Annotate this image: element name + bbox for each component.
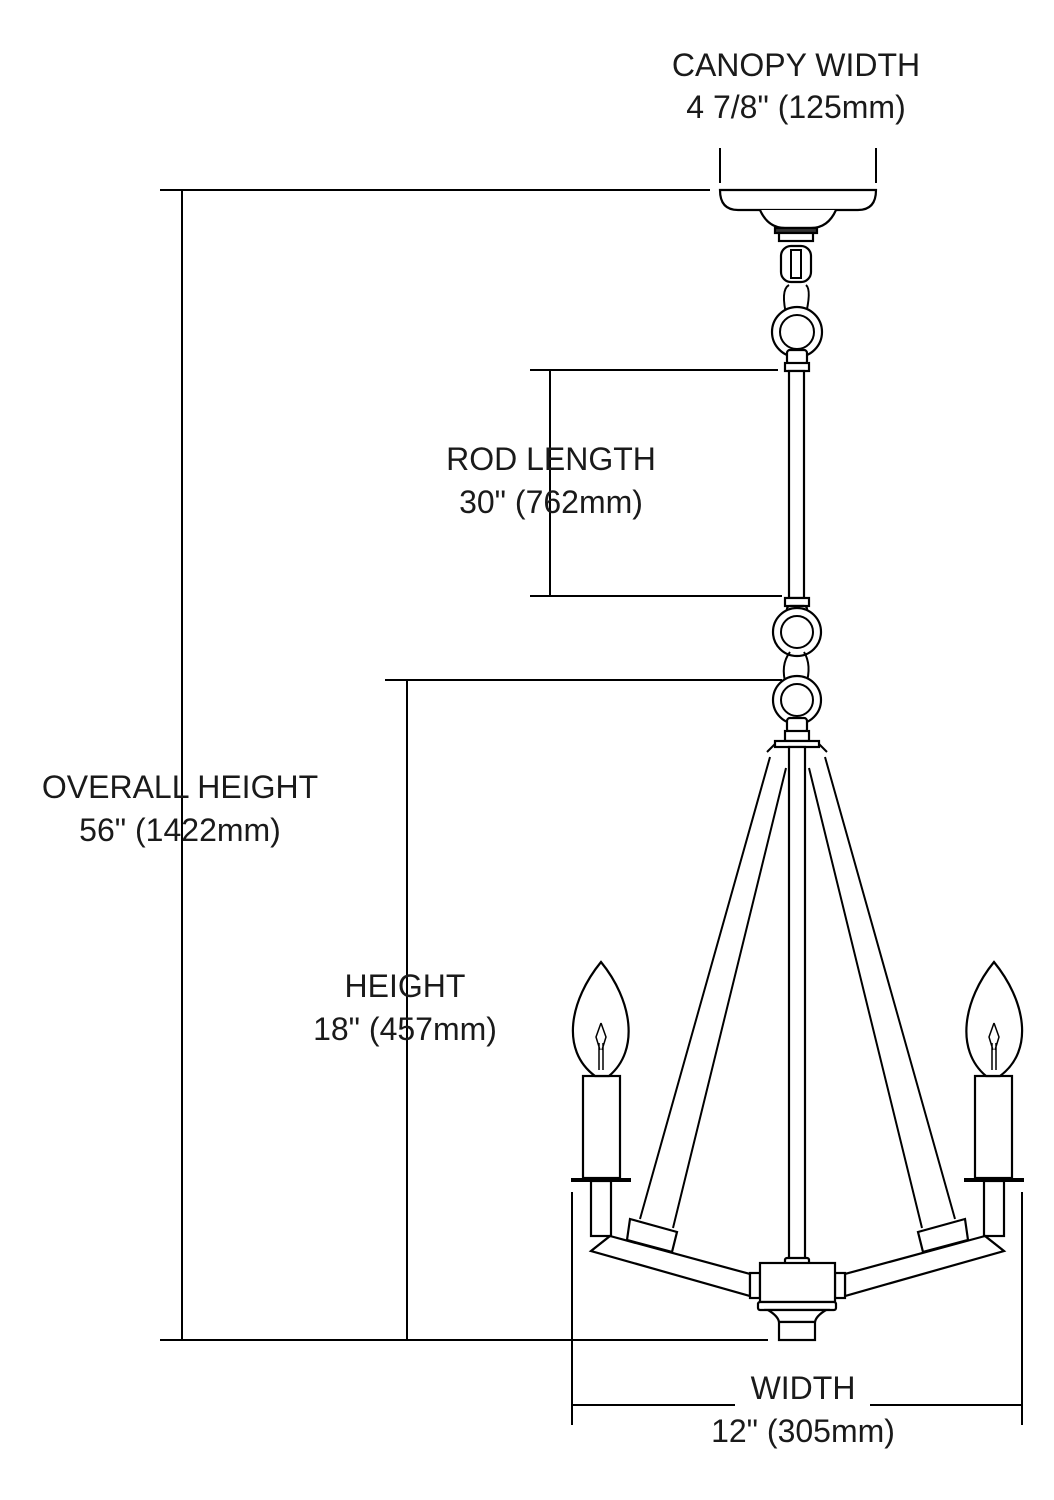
canopy-width-bracket bbox=[719, 148, 877, 183]
height-value: 18" (457mm) bbox=[313, 1011, 497, 1047]
rod-length-line bbox=[530, 369, 782, 597]
overall-height-label: OVERALL HEIGHT bbox=[42, 769, 318, 805]
canopy-width-label: CANOPY WIDTH bbox=[672, 47, 920, 83]
canopy bbox=[718, 188, 878, 212]
right-arm bbox=[808, 756, 1024, 1298]
chandelier-drawing bbox=[571, 188, 1024, 1342]
overall-height-value: 56" (1422mm) bbox=[79, 812, 281, 848]
canopy-width-value: 4 7/8" (125mm) bbox=[686, 89, 905, 125]
candle-cup bbox=[571, 1178, 631, 1182]
candle-sleeve bbox=[581, 1074, 622, 1180]
rod-length-label: ROD LENGTH bbox=[446, 441, 656, 477]
hub bbox=[758, 1261, 837, 1304]
overall-height-line bbox=[160, 189, 768, 1341]
left-arm bbox=[571, 756, 787, 1298]
height-line bbox=[385, 679, 782, 1340]
rod bbox=[787, 369, 806, 600]
width-label: WIDTH bbox=[751, 1370, 856, 1406]
dimension-lines bbox=[160, 148, 1023, 1425]
width-line bbox=[571, 1192, 1023, 1425]
width-value: 12" (305mm) bbox=[711, 1413, 895, 1449]
bulb bbox=[571, 960, 630, 1078]
rod-length-value: 30" (762mm) bbox=[459, 484, 643, 520]
height-label: HEIGHT bbox=[345, 968, 466, 1004]
